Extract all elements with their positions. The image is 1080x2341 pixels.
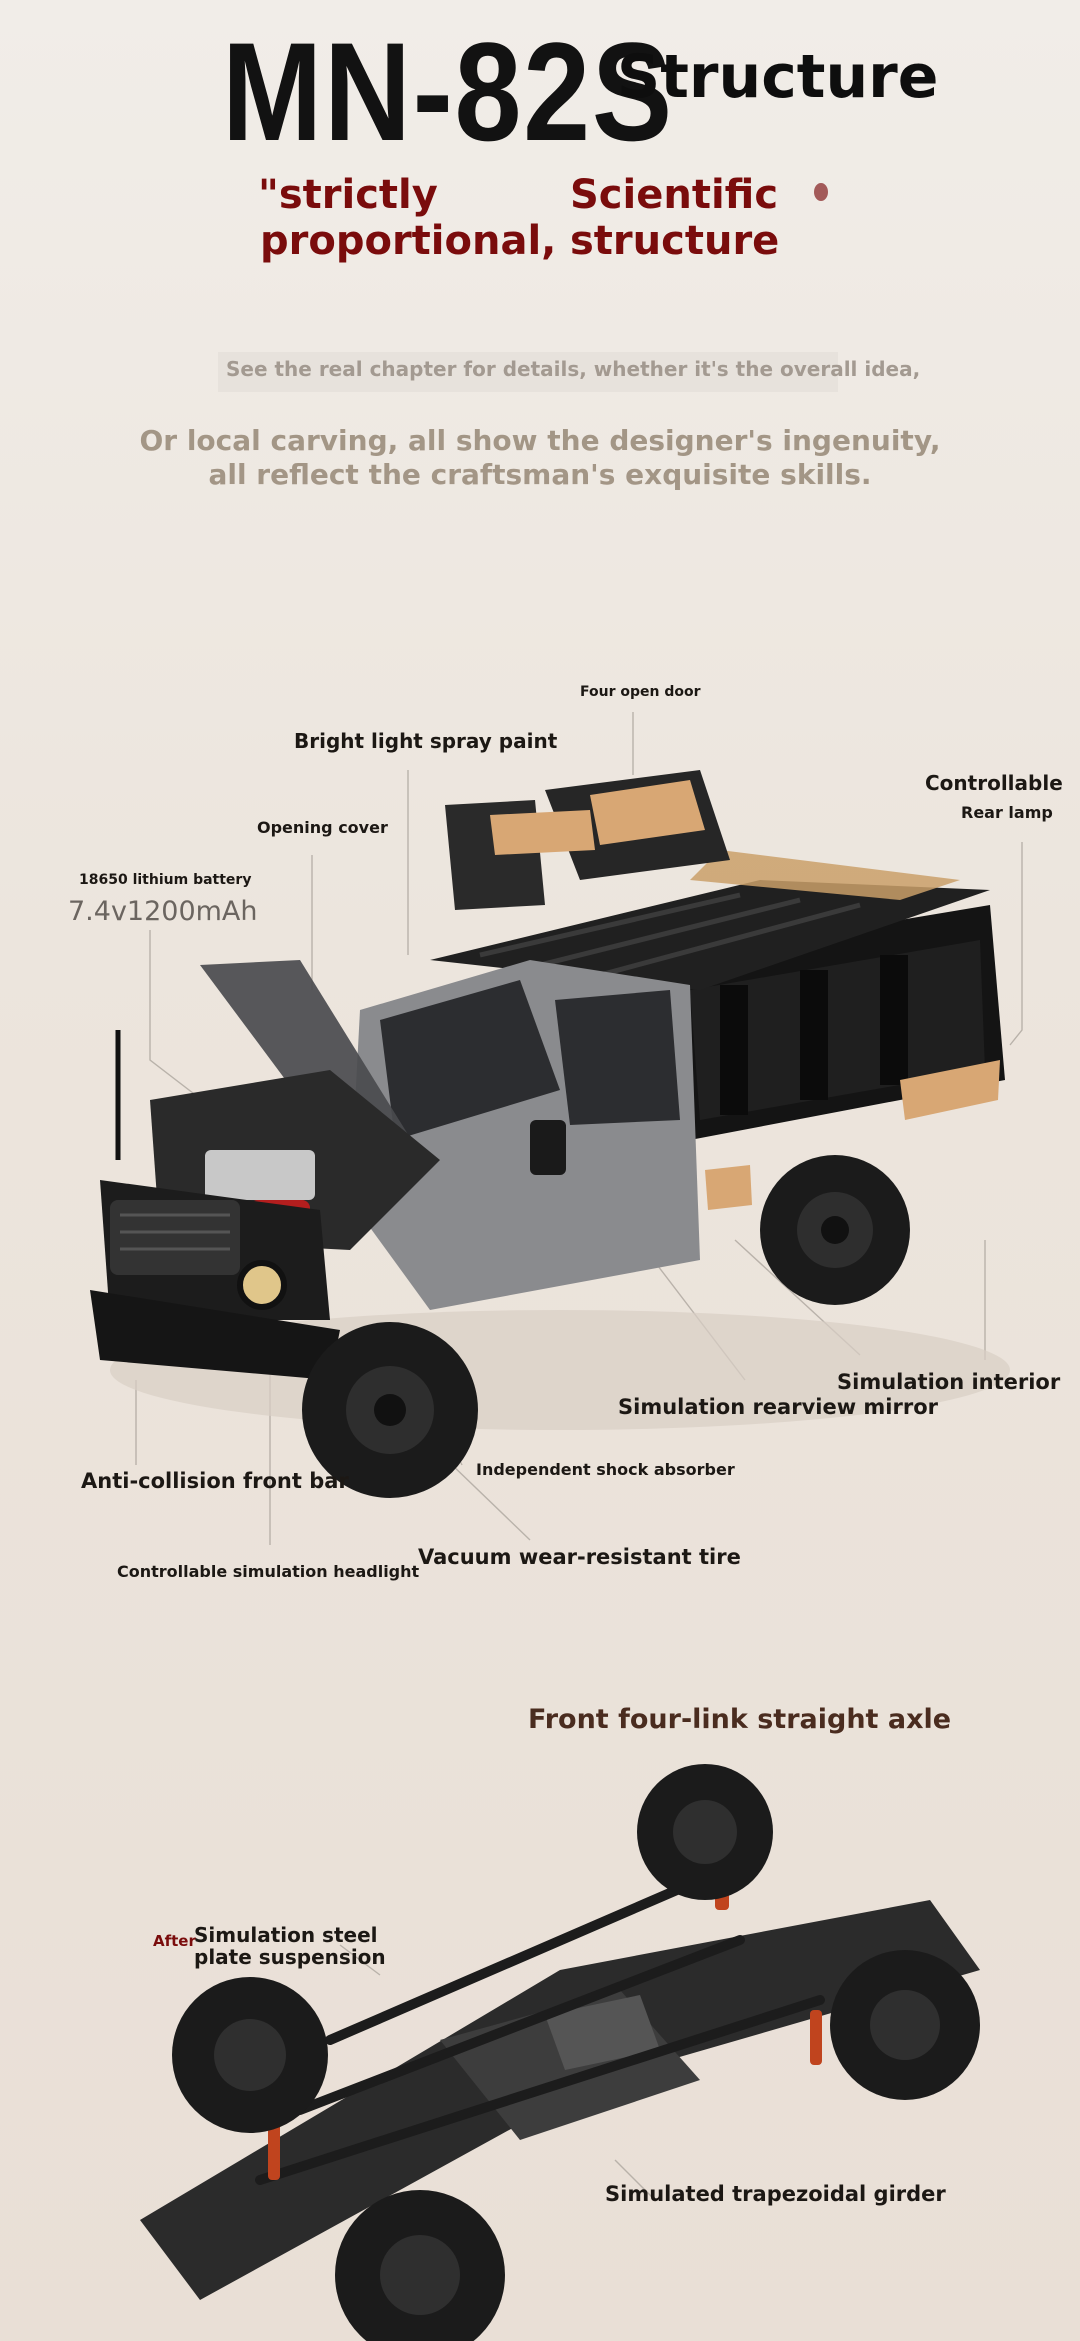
rc-chassis	[140, 1764, 980, 2341]
model-title: MN-82S	[222, 13, 674, 170]
label-front-axle: Front four-link straight axle	[528, 1704, 952, 1735]
label-headlight: Controllable simulation headlight	[117, 1562, 420, 1581]
truck-wheels	[302, 1155, 910, 1498]
label-controllable: Controllable	[925, 771, 1063, 795]
subtitle-background	[218, 352, 838, 392]
label-shock-absorber: Independent shock absorber	[476, 1460, 735, 1479]
tagline-left: "strictly proportional,	[258, 172, 557, 264]
subtitle-block: Or local carving, all show the designer'…	[139, 424, 941, 491]
decorative-dot	[814, 183, 828, 201]
label-rear-lamp: Rear lamp	[961, 803, 1053, 822]
label-four-open-door: Four open door	[580, 684, 701, 700]
label-bright-light: Bright light spray paint	[294, 729, 558, 753]
label-rearview-mirror: Simulation rearview mirror	[618, 1395, 938, 1419]
label-after: After	[153, 1932, 196, 1950]
label-steel-plate: Simulation steel plate suspension	[194, 1923, 386, 1969]
subtitle-line-1: See the real chapter for details, whethe…	[226, 357, 921, 381]
label-tire: Vacuum wear-resistant tire	[418, 1545, 741, 1569]
rc-truck	[90, 770, 1010, 1498]
label-battery-type: 18650 lithium battery	[79, 872, 252, 888]
chassis-wheels	[172, 1764, 980, 2341]
tagline-right: Scientific structure	[570, 172, 780, 264]
label-battery-spec: 7.4v1200mAh	[68, 896, 258, 927]
structure-heading: Structure	[617, 42, 939, 112]
label-opening-cover: Opening cover	[257, 818, 388, 837]
label-anti-collision-bar: Anti-collision front bar	[81, 1469, 349, 1493]
label-simulation-interior: Simulation interior	[837, 1370, 1061, 1394]
label-trapezoidal-girder: Simulated trapezoidal girder	[605, 2182, 946, 2206]
